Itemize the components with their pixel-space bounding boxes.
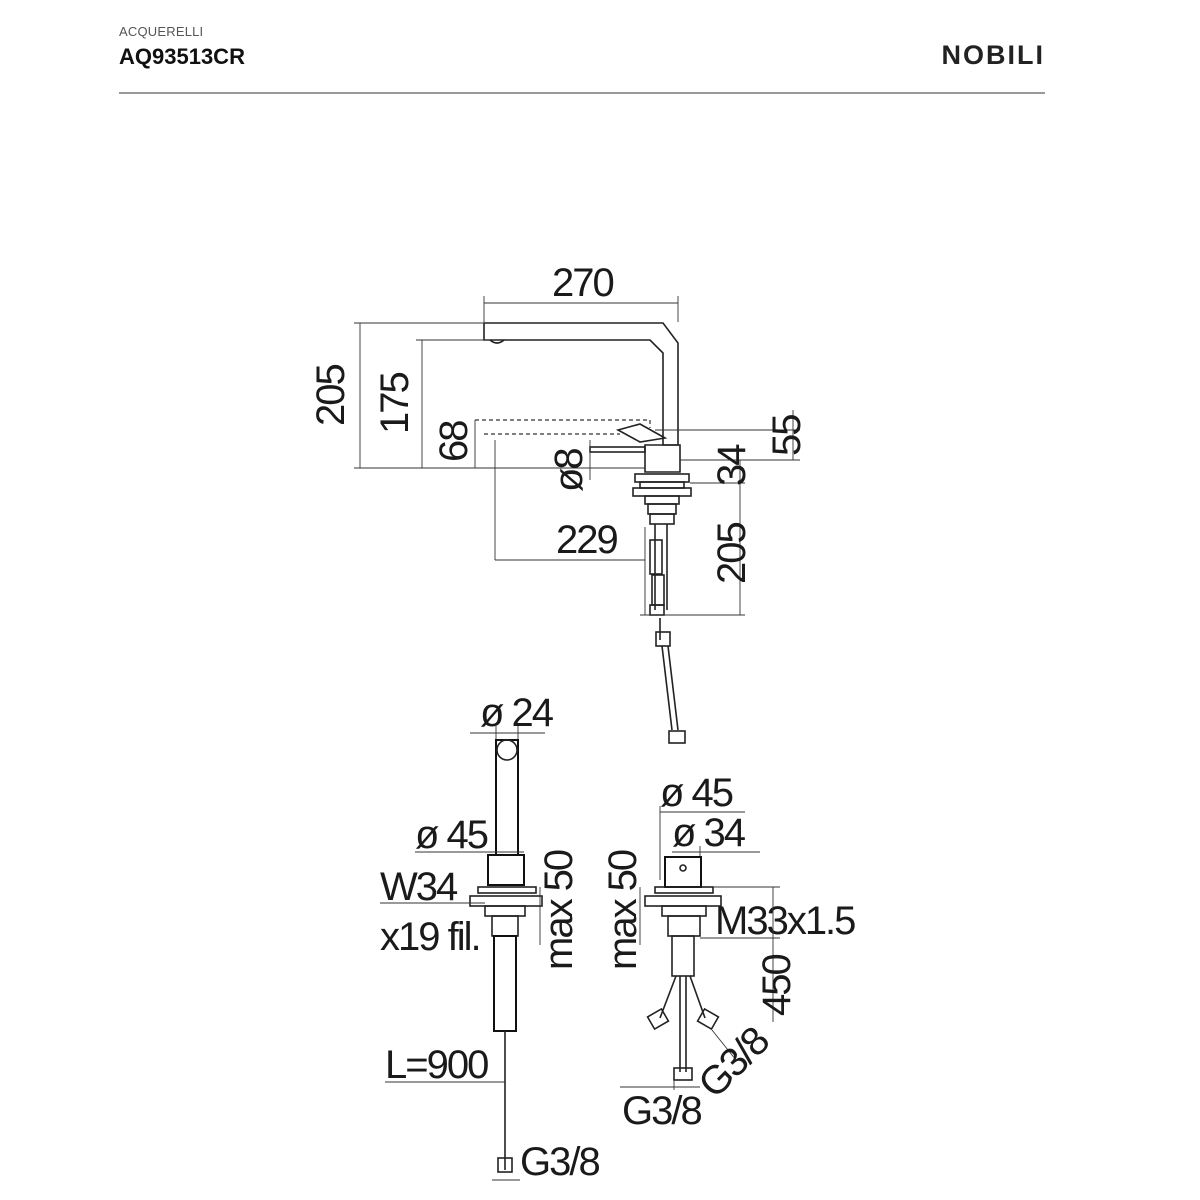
- connection-bottom: G3/8: [622, 1089, 701, 1133]
- dim-68: 68: [432, 421, 476, 462]
- dim-55: 55: [765, 415, 809, 456]
- dim-diameter-45-front: ø 45: [415, 813, 488, 857]
- dim-max50-base: max 50: [601, 850, 645, 970]
- dim-diameter-34: ø 34: [672, 811, 746, 855]
- dim-hose-length-900: L=900: [385, 1043, 488, 1087]
- dim-205-depth: 205: [710, 523, 754, 584]
- product-code: AQ93513CR: [119, 44, 245, 69]
- brand-logo: NOBILI: [941, 40, 1045, 70]
- header-divider: [119, 92, 1045, 94]
- front-view: ø 24 ø 45 W34 x19 fil. max 50: [380, 691, 601, 1184]
- thread-line-1: W34: [380, 865, 458, 909]
- dim-229: 229: [556, 518, 617, 562]
- base-view: ø 45 ø 34 max 50 M: [601, 771, 857, 1133]
- dim-205-height: 205: [309, 365, 353, 426]
- dim-hose-length-450: 450: [755, 955, 799, 1016]
- dim-175: 175: [373, 373, 417, 434]
- side-view: 270: [309, 261, 809, 744]
- series-name: ACQUERELLI: [119, 24, 204, 39]
- dim-270: 270: [552, 261, 613, 305]
- dim-34: 34: [710, 444, 754, 486]
- dim-max50-front: max 50: [537, 850, 581, 970]
- thread-line-2: x19 fil.: [380, 915, 480, 959]
- dim-diameter-24: ø 24: [480, 691, 554, 735]
- dim-diameter-8: ø8: [547, 449, 591, 492]
- connection-angled: G3/8: [690, 1019, 777, 1106]
- dim-diameter-45-base: ø 45: [660, 771, 733, 815]
- connection-front: G3/8: [520, 1140, 599, 1184]
- thread-m33: M33x1.5: [715, 899, 855, 943]
